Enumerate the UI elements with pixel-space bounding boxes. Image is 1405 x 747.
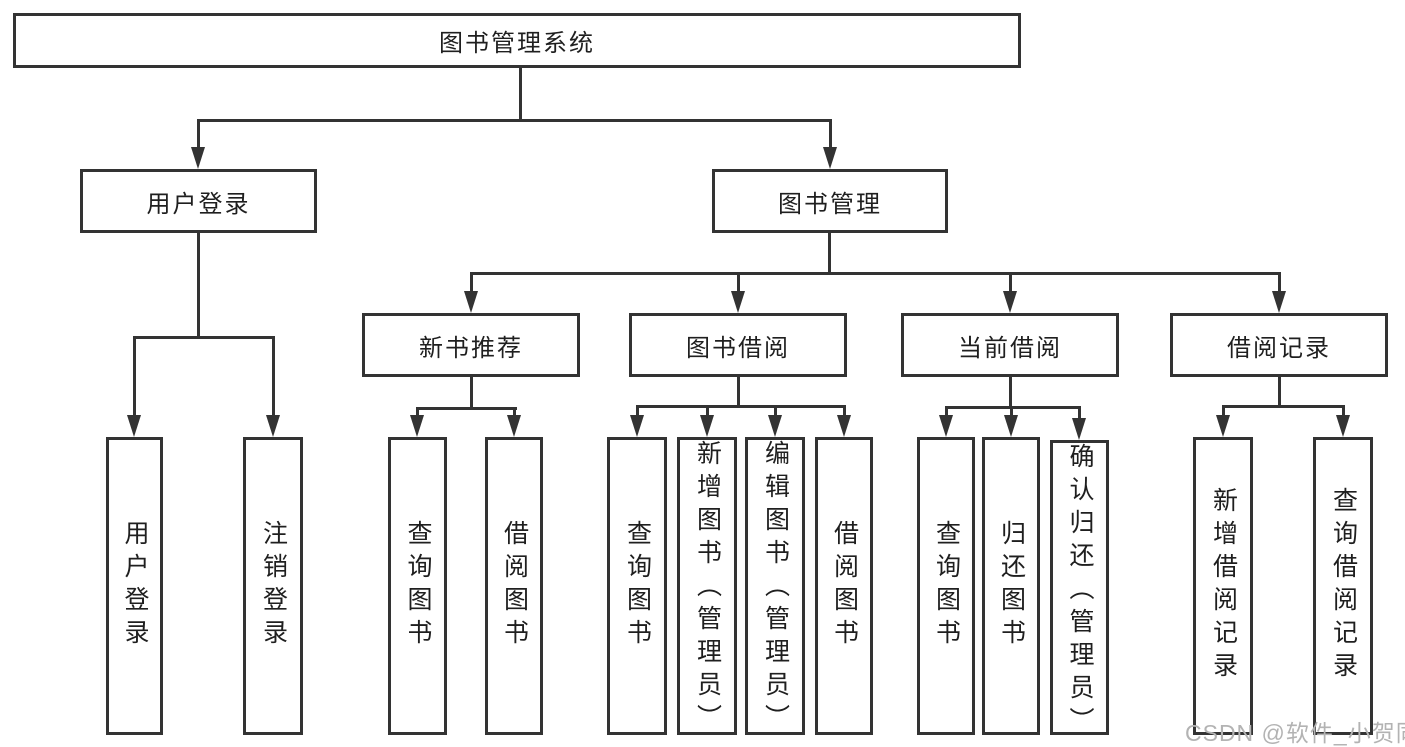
leaf-label: 查询借阅记录 bbox=[1329, 487, 1358, 685]
leaf-box-borrow-books: 借阅图书 bbox=[815, 437, 873, 735]
csdn-watermark: CSDN @软件_小贺同学 bbox=[1185, 720, 1405, 746]
connector-arrowhead bbox=[1004, 415, 1018, 437]
leaf-box-query-books-current: 查询图书 bbox=[917, 437, 975, 735]
connector-arrowhead bbox=[731, 291, 745, 313]
connector-line bbox=[1078, 406, 1081, 418]
leaf-box-add-borrow-record: 新增借阅记录 bbox=[1193, 437, 1253, 735]
connector-arrowhead bbox=[1003, 291, 1017, 313]
branch-box-book-management: 图书管理 bbox=[712, 169, 948, 233]
leaf-box-logout: 注销登录 bbox=[243, 437, 303, 735]
category-label: 新书推荐 bbox=[419, 334, 523, 362]
category-label: 当前借阅 bbox=[958, 334, 1062, 362]
connector-arrowhead bbox=[837, 415, 851, 437]
category-box-book-borrow: 图书借阅 bbox=[629, 313, 847, 377]
category-box-current-borrow: 当前借阅 bbox=[901, 313, 1119, 377]
connector-line bbox=[519, 68, 522, 119]
connector-line bbox=[737, 377, 740, 405]
category-label: 借阅记录 bbox=[1227, 334, 1331, 362]
connector-arrowhead bbox=[464, 291, 478, 313]
connector-arrowhead bbox=[1272, 291, 1286, 313]
connector-arrowhead bbox=[1336, 415, 1350, 437]
branch-label: 用户登录 bbox=[146, 190, 251, 218]
connector-line bbox=[843, 405, 846, 415]
connector-arrowhead bbox=[266, 415, 280, 437]
leaf-label: 查询图书 bbox=[623, 520, 652, 652]
connector-arrowhead bbox=[700, 415, 714, 437]
connector-line bbox=[706, 405, 709, 415]
category-box-new-book-recommend: 新书推荐 bbox=[362, 313, 580, 377]
connector-line bbox=[272, 336, 275, 415]
connector-line bbox=[1222, 405, 1345, 408]
category-label: 图书借阅 bbox=[686, 334, 790, 362]
connector-line bbox=[133, 336, 136, 415]
connector-arrowhead bbox=[1216, 415, 1230, 437]
leaf-label: 查询图书 bbox=[404, 520, 432, 652]
leaf-box-add-books-admin: 新增图书（管理员） bbox=[677, 437, 737, 737]
connector-line bbox=[1009, 272, 1012, 291]
connector-line bbox=[945, 406, 1081, 409]
leaf-box-confirm-return-admin: 确认归还（管理员） bbox=[1050, 440, 1109, 740]
connector-line bbox=[197, 233, 200, 336]
connector-line bbox=[828, 233, 831, 272]
connector-line bbox=[133, 336, 275, 339]
connector-line bbox=[1009, 377, 1012, 406]
connector-line bbox=[470, 272, 1281, 275]
connector-line bbox=[197, 119, 831, 122]
leaf-box-return-books: 归还图书 bbox=[982, 437, 1040, 735]
leaf-label: 注销登录 bbox=[259, 520, 288, 652]
leaf-label: 查询图书 bbox=[932, 520, 961, 652]
leaf-label: 借阅图书 bbox=[500, 520, 529, 652]
connector-arrowhead bbox=[127, 415, 141, 437]
connector-line bbox=[1278, 377, 1281, 405]
leaf-box-query-books-borrow: 查询图书 bbox=[607, 437, 667, 735]
leaf-label: 编辑图书（管理员） bbox=[761, 440, 790, 737]
connector-line bbox=[1342, 405, 1345, 415]
connector-arrowhead bbox=[768, 415, 782, 437]
connector-line bbox=[1010, 406, 1013, 415]
leaf-label: 新增借阅记录 bbox=[1209, 487, 1238, 685]
connector-arrowhead bbox=[823, 147, 837, 169]
connector-arrowhead bbox=[939, 415, 953, 437]
connector-arrowhead bbox=[507, 415, 521, 437]
connector-line bbox=[829, 119, 832, 147]
connector-line bbox=[737, 272, 740, 291]
connector-line bbox=[1222, 405, 1225, 415]
root-box-library-system: 图书管理系统 bbox=[13, 13, 1021, 68]
root-label: 图书管理系统 bbox=[439, 30, 595, 57]
category-box-borrow-records: 借阅记录 bbox=[1170, 313, 1388, 377]
connector-line bbox=[416, 407, 517, 410]
leaf-box-borrow-books-recommend: 借阅图书 bbox=[485, 437, 543, 735]
connector-arrowhead bbox=[191, 147, 205, 169]
connector-line bbox=[774, 405, 777, 415]
connector-arrowhead bbox=[410, 415, 424, 437]
connector-line bbox=[197, 119, 200, 147]
connector-line bbox=[416, 407, 419, 415]
branch-label: 图书管理 bbox=[778, 190, 882, 218]
leaf-box-query-books-recommend: 查询图书 bbox=[388, 437, 447, 735]
connector-line bbox=[636, 405, 639, 415]
connector-line bbox=[470, 272, 473, 291]
leaf-label: 归还图书 bbox=[997, 520, 1026, 652]
connector-line bbox=[513, 407, 516, 415]
leaf-box-edit-books-admin: 编辑图书（管理员） bbox=[745, 437, 805, 737]
leaf-label: 用户登录 bbox=[121, 520, 149, 652]
connector-arrowhead bbox=[630, 415, 644, 437]
connector-arrowhead bbox=[1072, 418, 1086, 440]
leaf-label: 确认归还（管理员） bbox=[1066, 443, 1094, 740]
leaf-label: 新增图书（管理员） bbox=[693, 440, 722, 737]
connector-line bbox=[636, 405, 846, 408]
branch-box-user-login: 用户登录 bbox=[80, 169, 317, 233]
leaf-label: 借阅图书 bbox=[830, 520, 859, 652]
connector-line bbox=[1278, 272, 1281, 291]
leaf-box-query-borrow-record: 查询借阅记录 bbox=[1313, 437, 1373, 735]
leaf-box-user-login: 用户登录 bbox=[106, 437, 163, 735]
connector-line bbox=[470, 377, 473, 407]
connector-line bbox=[945, 406, 948, 415]
